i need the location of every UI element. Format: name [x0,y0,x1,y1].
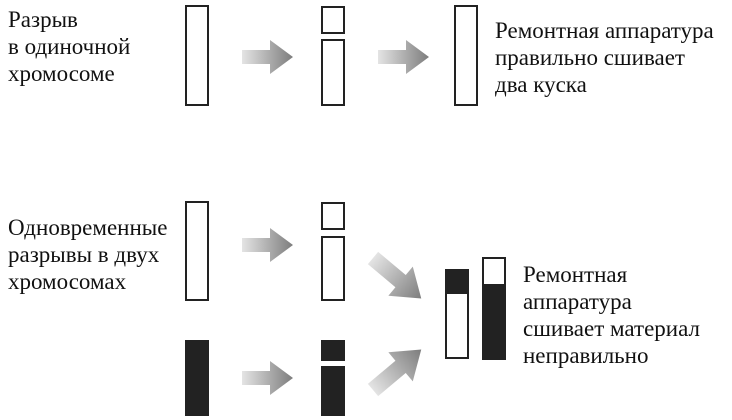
chromosome-fragment-top [321,6,345,34]
white-chromosome-fragment-bottom [321,236,345,301]
black-chromosome-intact [185,340,209,416]
arrow-right [242,361,293,395]
black-chromosome-fragment-top [321,340,345,361]
white-chromosome-fragment-top [321,202,345,230]
white-chromosome-intact [185,201,209,301]
double-break-result-label: Ремонтная аппаратура сшивает материал не… [523,262,700,368]
single-break-label: Разрыв в одиночной хромосоме [8,7,131,86]
black-chromosome-fragment-bottom [321,366,345,416]
misrepaired-chromosome-black-with-white-tip [482,257,506,360]
arrow-diagonal-up [367,349,422,397]
chromosome-intact [185,5,209,106]
arrow-right [242,40,293,74]
single-break-result-label: Ремонтная аппаратура правильно сшивает д… [495,18,714,97]
arrow-diagonal-down [367,251,422,299]
arrow-right [242,228,293,262]
double-break-label: Одновременные разрывы в двух хромосомах [8,215,168,294]
arrow-right [378,40,429,74]
misrepaired-chromosome-white-with-black-tip [445,269,469,359]
chromosome-fragment-bottom [321,39,345,106]
chromosome-repaired [454,5,478,106]
